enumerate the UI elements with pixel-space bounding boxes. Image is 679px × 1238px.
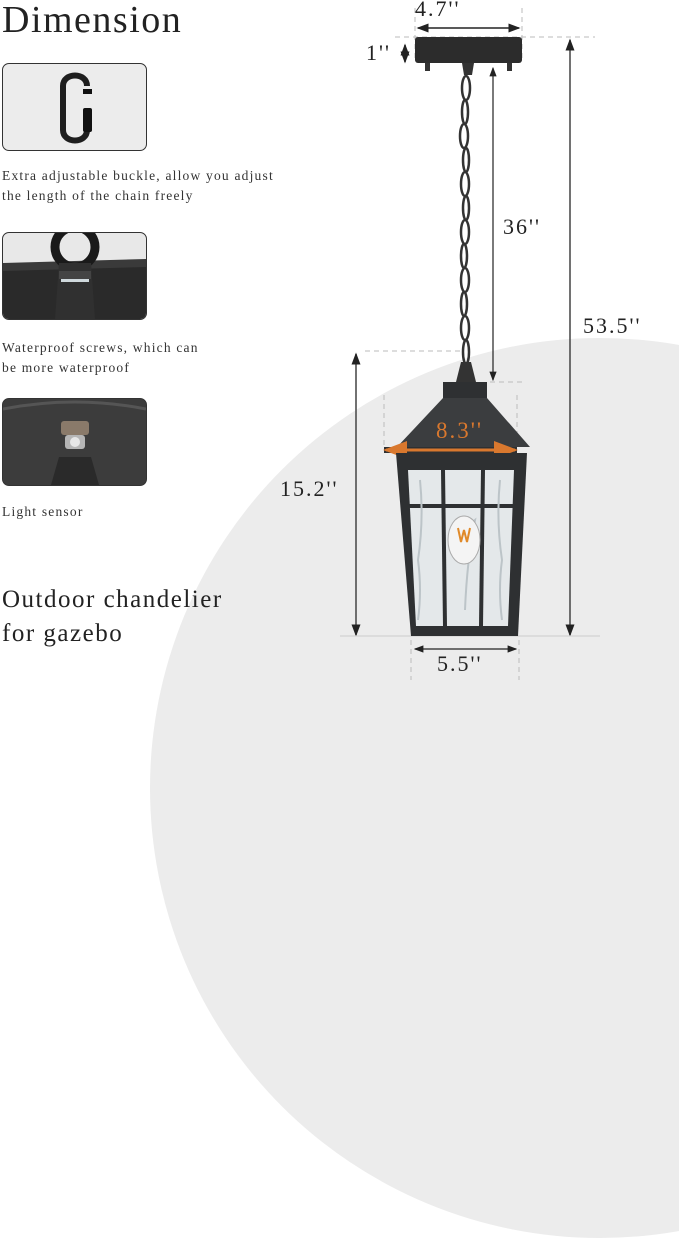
canopy xyxy=(415,37,522,75)
product-subtitle: Outdoor chandelier for gazebo xyxy=(2,583,223,651)
feature-caption-screws: Waterproof screws, which can be more wat… xyxy=(2,338,199,378)
lantern-bottom-width-label: 5.5'' xyxy=(437,651,483,676)
subtitle-line: Outdoor chandelier xyxy=(2,586,223,613)
canopy-width-label: 4.7'' xyxy=(415,0,461,21)
subtitle-line: for gazebo xyxy=(2,620,124,647)
feature-image-light-sensor xyxy=(2,398,147,486)
chain xyxy=(458,74,472,366)
feature-image-screws xyxy=(2,232,147,320)
canopy-height-label: 1'' xyxy=(366,40,391,65)
lantern-top-width-label: 8.3'' xyxy=(436,418,484,443)
caption-line: be more waterproof xyxy=(2,360,131,375)
feature-caption-light-sensor: Light sensor xyxy=(2,502,84,522)
lantern-height-label: 15.2'' xyxy=(280,476,339,501)
page-title: Dimension xyxy=(2,0,183,41)
fixture-dimension-diagram xyxy=(340,8,600,680)
feature-caption-buckle: Extra adjustable buckle, allow you adjus… xyxy=(2,166,274,206)
caption-line: Extra adjustable buckle, allow you adjus… xyxy=(2,168,274,183)
total-height-label: 53.5'' xyxy=(583,313,642,338)
caption-line: Waterproof screws, which can xyxy=(2,340,199,355)
lantern xyxy=(383,362,530,636)
quick-link-buckle-icon xyxy=(60,72,92,144)
feature-image-buckle xyxy=(2,63,147,151)
caption-line: the length of the chain freely xyxy=(2,188,194,203)
waterproof-screw-icon xyxy=(3,233,146,319)
light-sensor-icon xyxy=(3,399,146,485)
chain-length-label: 36'' xyxy=(503,214,541,239)
caption-line: Light sensor xyxy=(2,504,84,519)
